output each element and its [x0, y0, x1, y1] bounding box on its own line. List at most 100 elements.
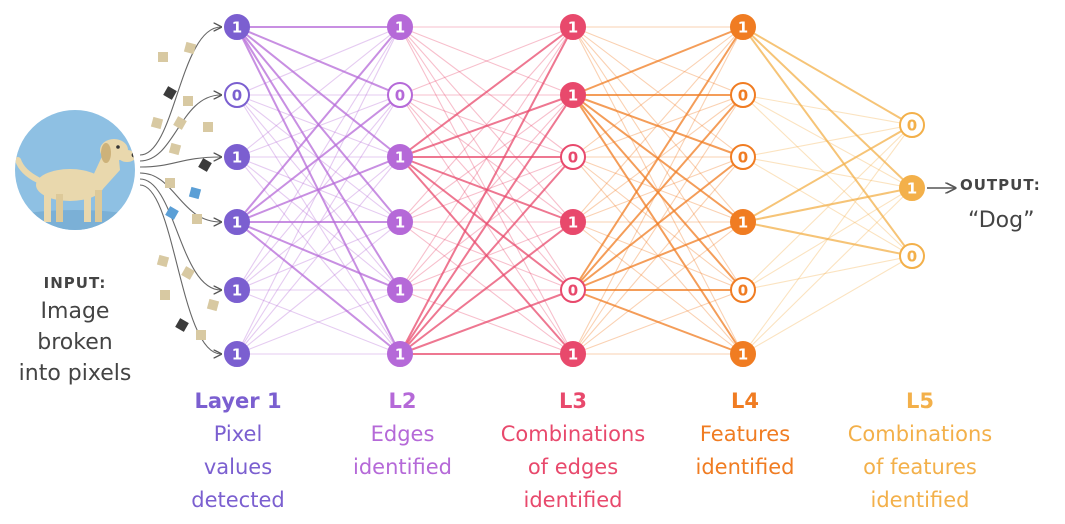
connection-line — [572, 94, 744, 158]
node-circle — [560, 82, 586, 108]
node-circle — [224, 277, 250, 303]
connection-line — [236, 26, 401, 96]
input-arrow — [139, 172, 221, 222]
node-circle — [387, 277, 413, 303]
connection-line — [572, 94, 744, 158]
layer-5-title: L5 — [906, 389, 934, 413]
pixel-square-icon — [181, 266, 195, 280]
node-circle — [899, 243, 925, 269]
node-value: 1 — [395, 346, 405, 364]
layer-5-description-line-1: Combinations — [847, 422, 993, 446]
connection-line — [742, 26, 913, 189]
pixel-square-icon — [173, 116, 187, 130]
connection-line — [742, 26, 913, 257]
node-circle — [224, 341, 250, 367]
node-value: 1 — [738, 346, 748, 364]
input-arrows-group — [139, 27, 221, 354]
pixel-square-icon — [163, 86, 177, 100]
layer-2-description-line-1: Edges — [370, 422, 435, 446]
connection-line — [572, 156, 744, 355]
node-circle — [560, 277, 586, 303]
network-node: 1 — [224, 341, 250, 367]
node-value: 1 — [232, 282, 242, 300]
input-description-line-2: broken — [37, 330, 113, 355]
connection-line — [742, 255, 913, 355]
connection-line — [399, 26, 574, 96]
node-value: 1 — [232, 149, 242, 167]
pixel-square-icon — [175, 318, 189, 332]
pixel-square-icon — [158, 52, 168, 62]
network-node: 0 — [560, 144, 586, 170]
connection-line — [572, 26, 744, 158]
connection-line — [572, 26, 744, 355]
connection-line — [572, 289, 744, 355]
pixel-square-icon — [165, 178, 175, 188]
node-value: 1 — [738, 19, 748, 37]
connection-line — [236, 156, 401, 291]
connection-line — [399, 156, 574, 355]
node-circle — [560, 209, 586, 235]
layer-4-description-line-1: Features — [699, 422, 791, 446]
node-value: 0 — [738, 87, 748, 105]
network-node: 1 — [387, 14, 413, 40]
node-circle — [730, 14, 756, 40]
layer-4-description-line-2: identified — [695, 455, 795, 479]
input-description-line-3: into pixels — [18, 361, 132, 386]
layer-4-title: L4 — [731, 389, 759, 413]
pixel-square-icon — [168, 142, 182, 156]
node-value: 1 — [568, 214, 578, 232]
connection-line — [572, 156, 744, 291]
layer-1-caption: Layer 1 Pixel values detected — [148, 385, 328, 517]
node-value: 1 — [568, 346, 578, 364]
node-value: 1 — [232, 214, 242, 232]
connection-line — [236, 26, 401, 158]
connection-line — [399, 94, 574, 223]
pixel-square-icon — [198, 158, 212, 172]
node-value: 1 — [395, 19, 405, 37]
connection-line — [236, 221, 401, 355]
network-node: 1 — [224, 209, 250, 235]
connection-line — [742, 187, 913, 291]
connection-line — [572, 221, 744, 291]
node-circle — [387, 144, 413, 170]
connection-line — [399, 94, 574, 355]
layer-2-caption: L2 Edges identified — [320, 385, 485, 484]
connection-line — [742, 156, 913, 257]
node-value: 1 — [395, 149, 405, 167]
connection-line — [572, 221, 744, 355]
connection-line — [572, 156, 744, 223]
pixel-square-icon — [160, 290, 170, 300]
connection-line — [572, 26, 744, 96]
connection-line — [742, 187, 913, 355]
network-node: 0 — [560, 277, 586, 303]
output-value: “Dog” — [968, 208, 1035, 233]
input-arrow — [139, 157, 221, 168]
layer-1-description-line-2: values — [203, 455, 273, 479]
node-value: 0 — [738, 149, 748, 167]
connection-line — [572, 26, 744, 223]
node-value: 0 — [232, 87, 242, 105]
connection-line — [399, 26, 574, 291]
pixel-square-icon — [203, 122, 213, 132]
network-node: 1 — [224, 277, 250, 303]
connection-line — [399, 26, 574, 96]
node-circle — [899, 175, 925, 201]
network-node: 0 — [730, 82, 756, 108]
node-circle — [730, 209, 756, 235]
connection-line — [572, 94, 744, 291]
node-circle — [899, 112, 925, 138]
connection-line — [399, 26, 574, 291]
layer-3-caption: L3 Combinations of edges identified — [478, 385, 668, 517]
connection-line — [742, 94, 913, 257]
pixel-square-icon — [192, 214, 202, 224]
node-value: 1 — [232, 346, 242, 364]
network-node: 1 — [387, 341, 413, 367]
node-circle — [387, 209, 413, 235]
network-node: 1 — [224, 144, 250, 170]
node-value: 1 — [395, 214, 405, 232]
node-circle — [730, 277, 756, 303]
connection-line — [236, 26, 401, 355]
connection-line — [399, 221, 574, 355]
connection-line — [572, 221, 744, 355]
